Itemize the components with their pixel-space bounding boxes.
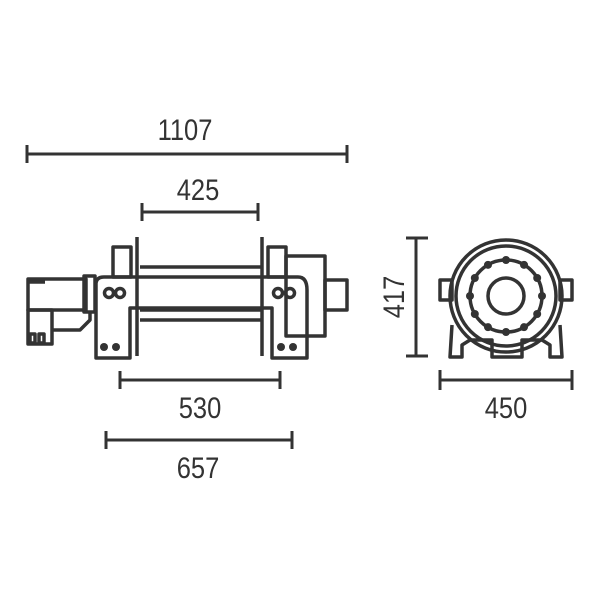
dimension-drum-length: 425 [140, 173, 260, 221]
left-top-block [111, 245, 133, 279]
dimension-label-frame-inner: 530 [179, 391, 222, 424]
gear-tooth [538, 292, 546, 300]
gear-tooth [520, 323, 528, 332]
drum-gear [466, 256, 546, 336]
gear-tooth [502, 328, 510, 336]
gear-tooth [466, 292, 474, 300]
dimension-height: 417 [377, 236, 428, 358]
right-top-block [266, 245, 288, 279]
gear-tooth [533, 274, 542, 282]
winch-side-view [26, 237, 349, 360]
right-lug [558, 278, 574, 302]
winch-end-view [438, 238, 574, 359]
dimension-label-drum-length: 425 [177, 173, 220, 206]
gear-tooth [520, 260, 528, 269]
gear-tooth [484, 323, 492, 332]
dimension-label-width: 450 [485, 391, 528, 424]
gear-tooth [470, 310, 479, 318]
dimension-frame-inner: 530 [118, 371, 282, 424]
dimension-overall-length: 1107 [25, 113, 349, 163]
gear-tooth [484, 260, 492, 269]
outer-housing [448, 238, 564, 354]
base [448, 324, 564, 359]
dimension-frame-outer: 657 [104, 431, 294, 484]
motor-flange [82, 274, 97, 314]
hub [486, 276, 526, 316]
frame [94, 275, 309, 360]
dimension-width: 450 [438, 370, 574, 424]
gear-tooth [470, 274, 479, 282]
dimension-label-height: 417 [377, 276, 410, 319]
gear-tooth [502, 256, 510, 264]
left-lug [438, 278, 454, 302]
motor-body [26, 277, 88, 312]
output-shaft [323, 278, 349, 312]
dimension-label-frame-outer: 657 [177, 451, 220, 484]
dimension-label-overall-length: 1107 [158, 113, 213, 146]
gear-tooth [533, 310, 542, 318]
